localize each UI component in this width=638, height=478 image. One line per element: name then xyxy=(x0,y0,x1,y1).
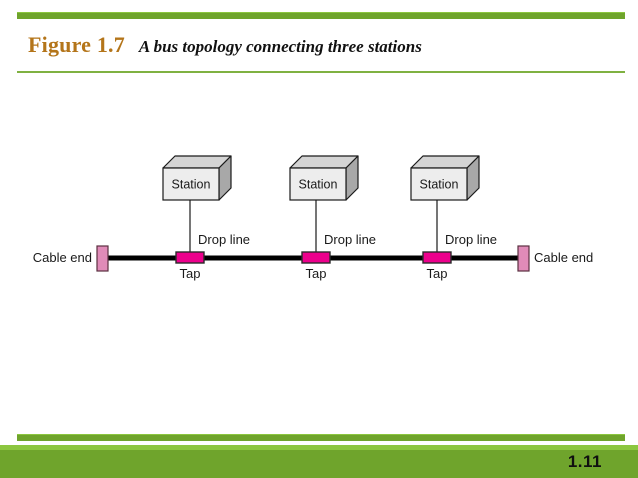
station-front-face-3 xyxy=(410,167,468,201)
bottom-decorative-bar xyxy=(17,434,625,441)
tap-connector-2 xyxy=(301,251,331,264)
drop-line-label-3: Drop line xyxy=(445,232,497,247)
figure-caption-text: A bus topology connecting three stations xyxy=(138,37,422,56)
cable-end-label-left: Cable end xyxy=(33,250,92,265)
station-label-3: Station xyxy=(420,178,459,192)
tap-connector-3 xyxy=(422,251,452,264)
station-top-face-2 xyxy=(289,155,359,169)
tap-connector-1 xyxy=(175,251,205,264)
page-number-label: 1.11 xyxy=(567,452,602,471)
station-node-3: Station xyxy=(410,155,480,201)
station-node-2: Station xyxy=(289,155,359,201)
cable-end-terminator-left xyxy=(96,245,109,272)
drop-line-label-1: Drop line xyxy=(198,232,250,247)
cable-end-label-right: Cable end xyxy=(534,250,593,265)
tap-label-1: Tap xyxy=(180,266,201,281)
cable-end-terminator-right xyxy=(517,245,530,272)
station-side-face-1 xyxy=(218,155,232,201)
station-node-1: Station xyxy=(162,155,232,201)
drop-line-label-2: Drop line xyxy=(324,232,376,247)
station-front-face-2 xyxy=(289,167,347,201)
station-side-face-2 xyxy=(345,155,359,201)
station-top-face-1 xyxy=(162,155,232,169)
station-top-face-3 xyxy=(410,155,480,169)
tap-label-2: Tap xyxy=(306,266,327,281)
figure-title-row: Figure 1.7 A bus topology connecting thr… xyxy=(28,32,608,64)
footer-band xyxy=(0,450,638,478)
station-side-face-3 xyxy=(466,155,480,201)
station-label-2: Station xyxy=(299,178,338,192)
tap-label-3: Tap xyxy=(427,266,448,281)
footer-highlight-strip xyxy=(0,445,638,450)
station-front-face-1 xyxy=(162,167,220,201)
top-decorative-bar xyxy=(17,12,625,19)
figure-number-label: Figure 1.7 xyxy=(28,32,125,57)
station-label-1: Station xyxy=(172,178,211,192)
title-divider-rule xyxy=(17,71,625,73)
